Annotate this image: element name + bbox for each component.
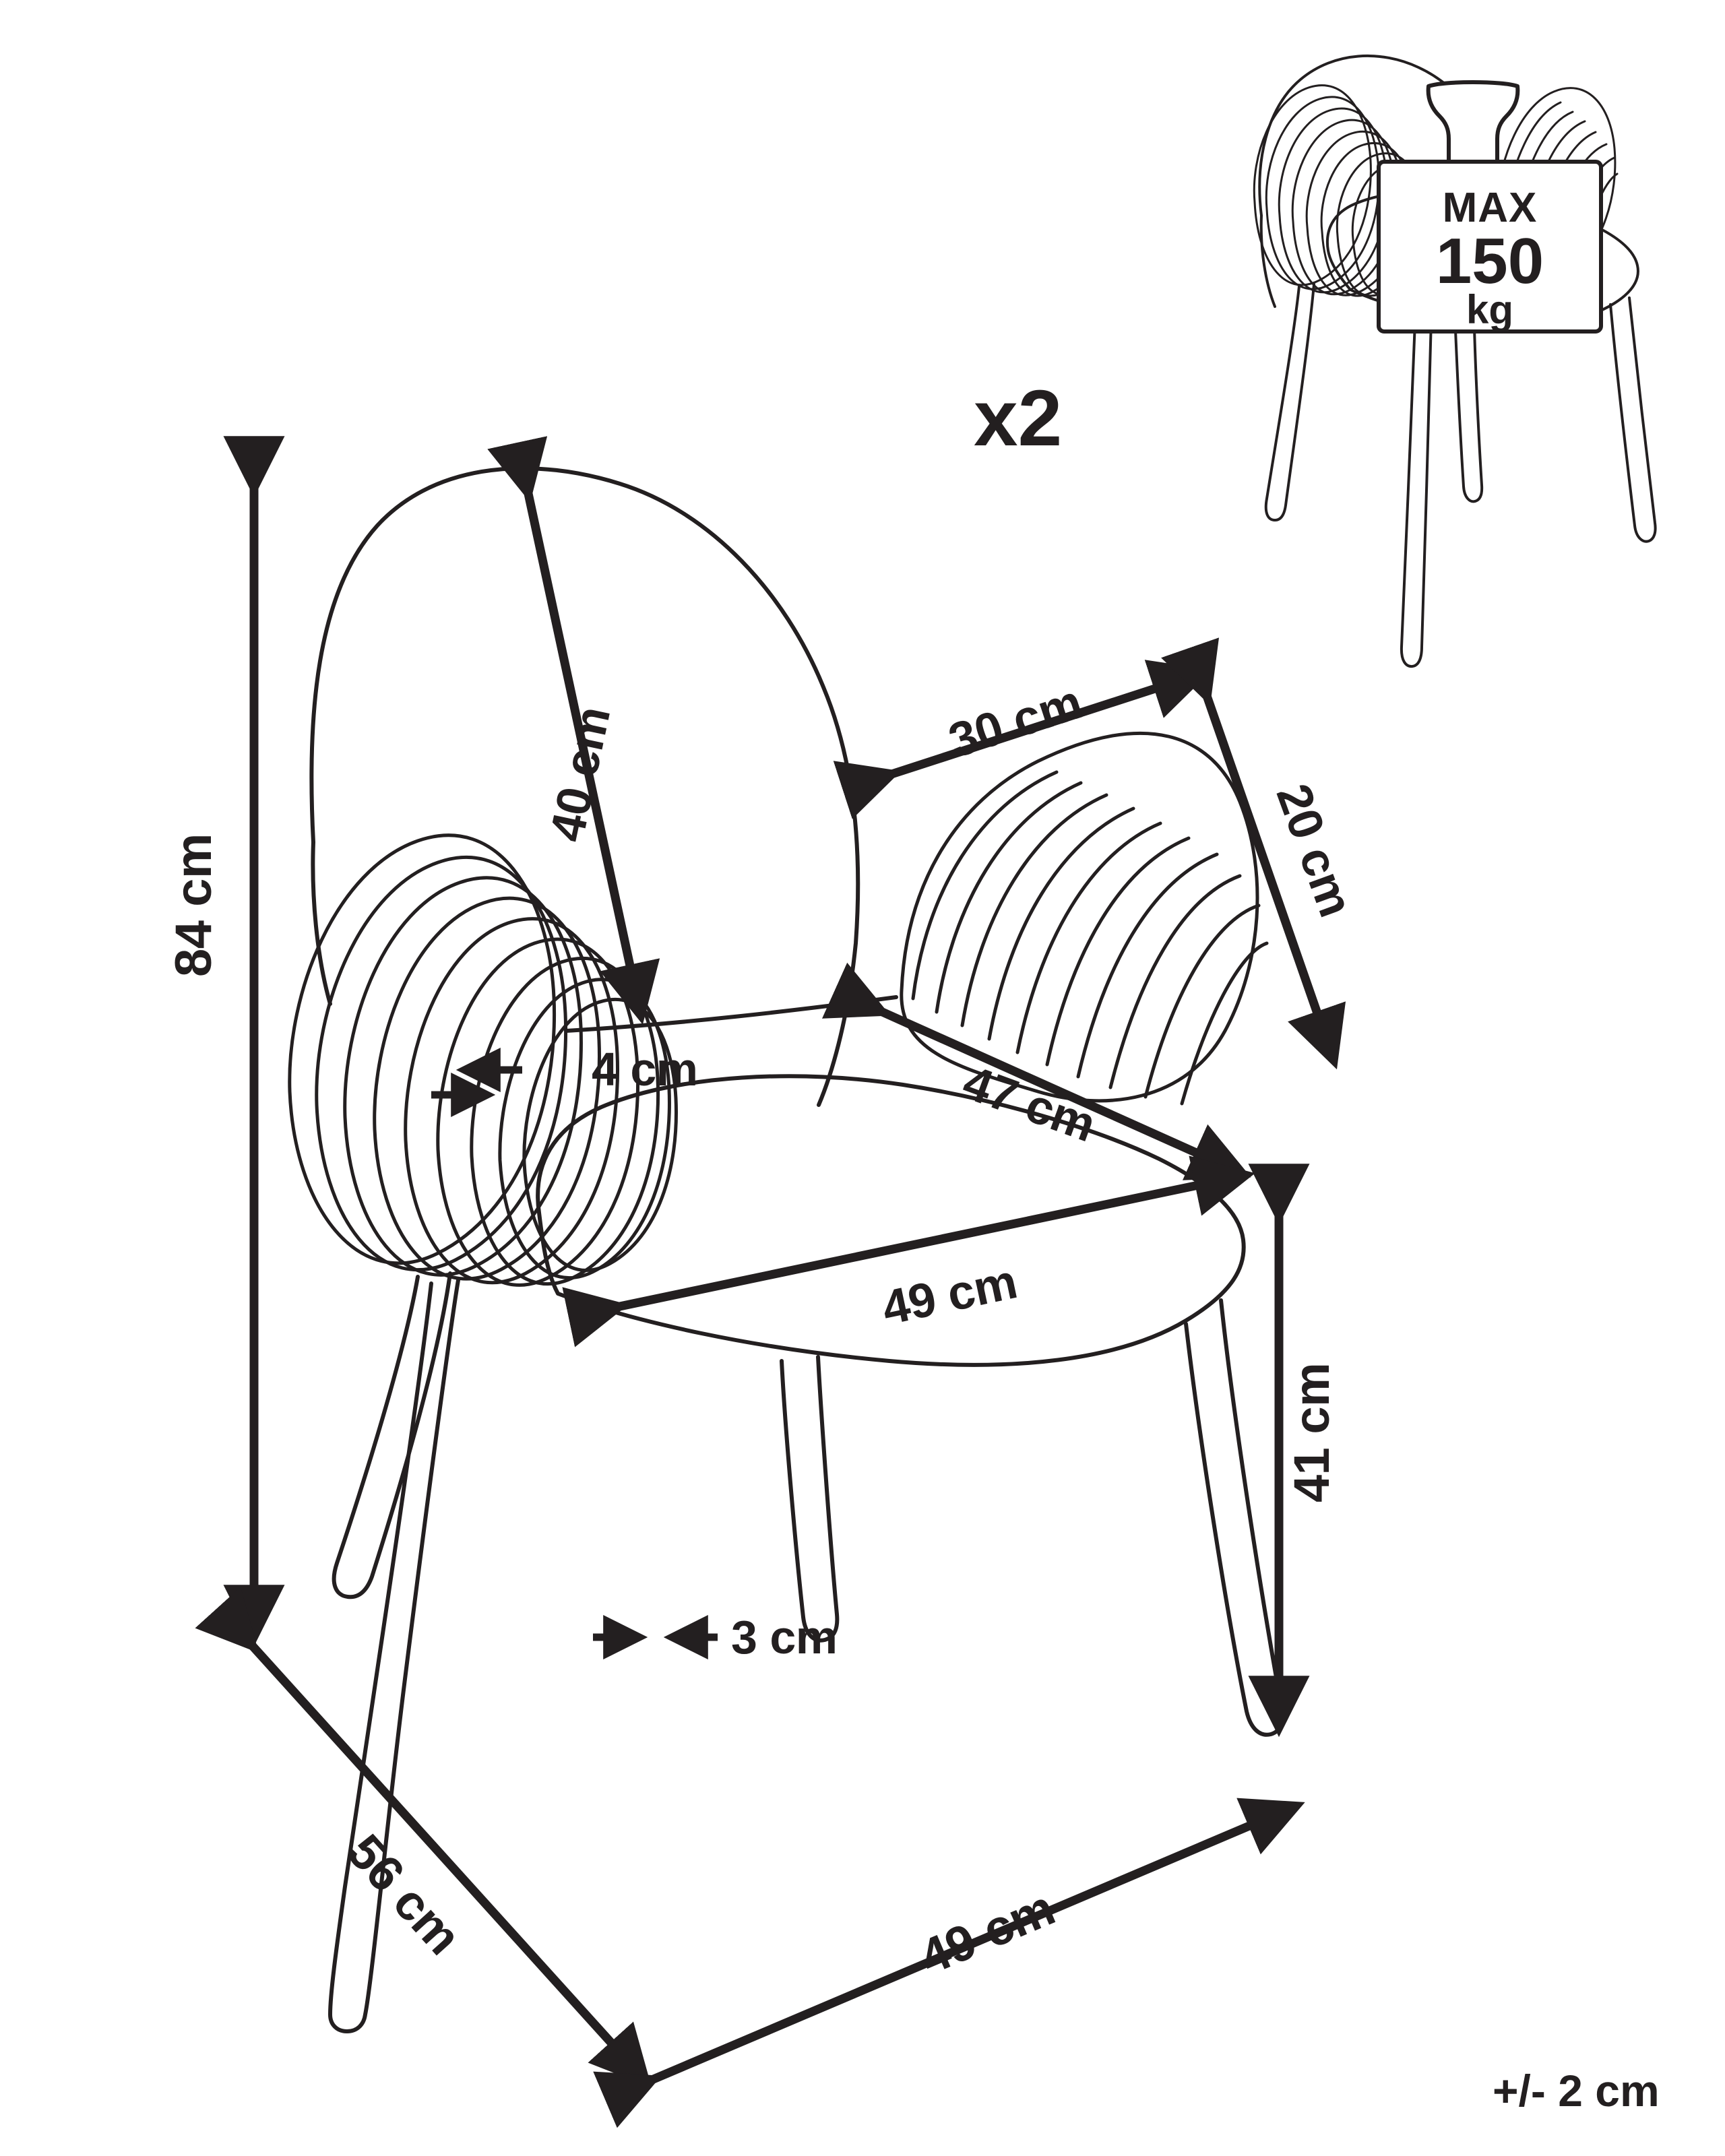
backrest-outline	[309, 466, 860, 1107]
backrest-left-edge	[311, 840, 332, 1006]
small-chair-leg-center	[1454, 327, 1484, 503]
arrow-seat-depth	[821, 962, 1251, 1180]
tolerance-note: +/- 2 cm	[1493, 2066, 1660, 2116]
load-max-label: MAX	[1442, 185, 1538, 231]
weight-badge-shape	[1377, 80, 1603, 334]
arrow-footprint-depth	[195, 1587, 652, 2088]
quantity-badge: x2	[974, 374, 1063, 463]
dimension-label-leg-thickness: 3 cm	[731, 1611, 838, 1663]
load-value: 150	[1435, 225, 1544, 297]
dimension-label-backrest-thickness: 4 cm	[592, 1043, 698, 1096]
leg-center-rear	[780, 1355, 840, 1643]
arrow-seat-width	[562, 1155, 1255, 1348]
small-chair-leg-front-right	[1609, 296, 1657, 543]
arrow-footprint-width	[593, 1798, 1305, 2128]
arrow-armrest-width	[1161, 637, 1346, 1070]
load-unit: kg	[1466, 287, 1514, 332]
arrow-armrest-length	[833, 660, 1213, 819]
small-chair-leg-rear-left	[1400, 318, 1433, 668]
arrow-backrest-height	[487, 436, 660, 1025]
small-chair-leg-front-left	[1264, 283, 1315, 521]
